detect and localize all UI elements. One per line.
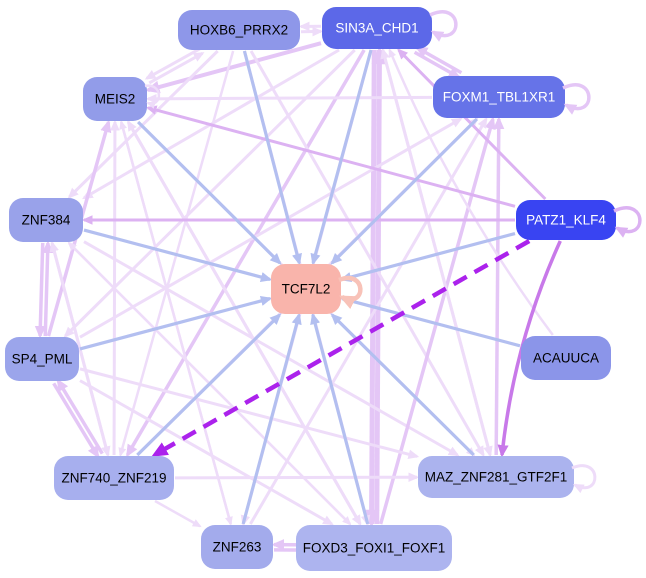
- edge-SP4_PML-to-TCF7L2: [79, 295, 273, 351]
- node-MEIS2[interactable]: MEIS2: [83, 77, 147, 121]
- node-ZNF740_ZNF219[interactable]: ZNF740_ZNF219: [54, 456, 174, 500]
- edge-ZNF740_ZNF219-to-TCF7L2: [136, 313, 282, 457]
- edge-ZNF740_ZNF219-to-ZNF384: [49, 240, 110, 456]
- self-loop-MAZ_ZNF281_GTF2F1: [571, 464, 597, 494]
- node-label-HOXB6_PRRX2: HOXB6_PRRX2: [190, 23, 288, 38]
- edge-HOXB6_PRRX2-to-MAZ_ZNF281_GTF2F1: [249, 50, 485, 457]
- edge-ZNF263-to-TCF7L2: [241, 312, 302, 525]
- edge-MEIS2-to-HOXB6_PRRX2: [144, 47, 201, 80]
- edge-MAZ_ZNF281_GTF2F1-to-FOXM1_TBL1XR1: [493, 116, 505, 456]
- node-ACAUUCA[interactable]: ACAUUCA: [521, 336, 611, 380]
- edge-SIN3A_CHD1-to-ZNF740_ZNF219: [125, 49, 366, 458]
- node-HOXB6_PRRX2[interactable]: HOXB6_PRRX2: [178, 10, 300, 50]
- edge-SP4_PML-to-FOXM1_TBL1XR1: [79, 117, 463, 339]
- edge-MAZ_ZNF281_GTF2F1-to-SIN3A_CHD1: [380, 47, 492, 456]
- node-label-FOXD3_FOXI1_FOXF1: FOXD3_FOXI1_FOXF1: [303, 541, 446, 556]
- edge-SP4_PML-to-ZNF384: [34, 242, 46, 339]
- self-loop-TCF7L2: [338, 275, 363, 310]
- node-PATZ1_KLF4[interactable]: PATZ1_KLF4: [516, 200, 616, 240]
- edge-PATZ1_KLF4-to-TCF7L2: [339, 231, 516, 283]
- node-label-SIN3A_CHD1: SIN3A_CHD1: [335, 21, 418, 36]
- node-label-PATZ1_KLF4: PATZ1_KLF4: [526, 213, 606, 228]
- edge-MEIS2-to-TCF7L2: [136, 120, 282, 265]
- edge-SP4_PML-to-ZNF740_ZNF219: [56, 378, 104, 455]
- edge-SIN3A_CHD1-to-MEIS2: [145, 41, 322, 94]
- edge-HOXB6_PRRX2-to-ZNF740_ZNF219: [118, 50, 235, 457]
- edge-FOXM1_TBL1XR1-to-MEIS2: [145, 93, 433, 104]
- self-loop-MEIS2: [144, 84, 161, 109]
- node-ZNF384[interactable]: ZNF384: [9, 198, 83, 242]
- edge-HOXB6_PRRX2-to-ZNF384: [67, 49, 219, 199]
- edge-ZNF384-to-TCF7L2: [83, 228, 273, 283]
- edge-FOXD3_FOXI1_FOXF1-to-MEIS2: [126, 120, 362, 525]
- edge-SIN3A_CHD1-to-TCF7L2: [310, 49, 373, 266]
- edge-SIN3A_CHD1-to-FOXD3_FOXI1_FOXF1: [363, 49, 380, 528]
- edge-ZNF740_ZNF219-to-ZNF263: [154, 499, 202, 528]
- node-ZNF263[interactable]: ZNF263: [201, 525, 273, 569]
- edge-HOXB6_PRRX2-to-TCF7L2: [242, 50, 302, 266]
- edge-ACAUUCA-to-TCF7L2: [339, 295, 521, 348]
- self-loop-SIN3A_CHD1: [429, 10, 458, 42]
- edge-SP4_PML-to-ZNF384: [42, 240, 54, 337]
- node-label-SP4_PML: SP4_PML: [12, 352, 73, 367]
- edge-MAZ_ZNF281_GTF2F1-to-TCF7L2: [330, 313, 475, 457]
- node-label-ACAUUCA: ACAUUCA: [533, 351, 599, 366]
- node-label-ZNF740_ZNF219: ZNF740_ZNF219: [61, 471, 166, 486]
- edge-MEIS2-to-HOXB6_PRRX2: [148, 51, 205, 85]
- node-label-TCF7L2: TCF7L2: [282, 282, 331, 297]
- edge-SP4_PML-to-FOXD3_FOXI1_FOXF1: [79, 379, 334, 526]
- edge-ACAUUCA-to-SIN3A_CHD1: [388, 48, 554, 336]
- node-FOXM1_TBL1XR1[interactable]: FOXM1_TBL1XR1: [433, 76, 565, 118]
- edge-ZNF384-to-MAZ_ZNF281_GTF2F1: [83, 240, 460, 457]
- node-MAZ_ZNF281_GTF2F1[interactable]: MAZ_ZNF281_GTF2F1: [418, 456, 574, 498]
- node-SP4_PML[interactable]: SP4_PML: [5, 337, 79, 381]
- node-label-MEIS2: MEIS2: [95, 92, 136, 107]
- edge-SIN3A_CHD1-to-FOXD3_FOXI1_FOXF1: [371, 46, 388, 525]
- edge-SP4_PML-to-MAZ_ZNF281_GTF2F1: [79, 367, 420, 459]
- edge-FOXD3_FOXI1_FOXF1-to-TCF7L2: [310, 312, 370, 525]
- node-TCF7L2[interactable]: TCF7L2: [271, 264, 341, 314]
- node-label-MAZ_ZNF281_GTF2F1: MAZ_ZNF281_GTF2F1: [425, 470, 568, 485]
- node-FOXD3_FOXI1_FOXF1[interactable]: FOXD3_FOXI1_FOXF1: [296, 525, 452, 571]
- edge-FOXD3_FOXI1_FOXF1-to-FOXM1_TBL1XR1: [378, 116, 496, 525]
- edge-SIN3A_CHD1-to-FOXM1_TBL1XR1: [414, 46, 463, 75]
- edge-ZNF740_ZNF219-to-MAZ_ZNF281_GTF2F1: [174, 472, 420, 483]
- edge-FOXM1_TBL1XR1-to-TCF7L2: [330, 117, 479, 265]
- node-label-ZNF384: ZNF384: [22, 213, 71, 228]
- node-label-FOXM1_TBL1XR1: FOXM1_TBL1XR1: [443, 90, 556, 105]
- node-SIN3A_CHD1[interactable]: SIN3A_CHD1: [322, 7, 432, 49]
- edge-SP4_PML-to-ZNF740_ZNF219: [52, 382, 100, 459]
- node-label-ZNF263: ZNF263: [213, 540, 262, 555]
- self-loop-PATZ1_KLF4: [613, 206, 642, 238]
- self-loop-FOXM1_TBL1XR1: [562, 83, 591, 115]
- edge-PATZ1_KLF4-to-MEIS2: [145, 105, 516, 208]
